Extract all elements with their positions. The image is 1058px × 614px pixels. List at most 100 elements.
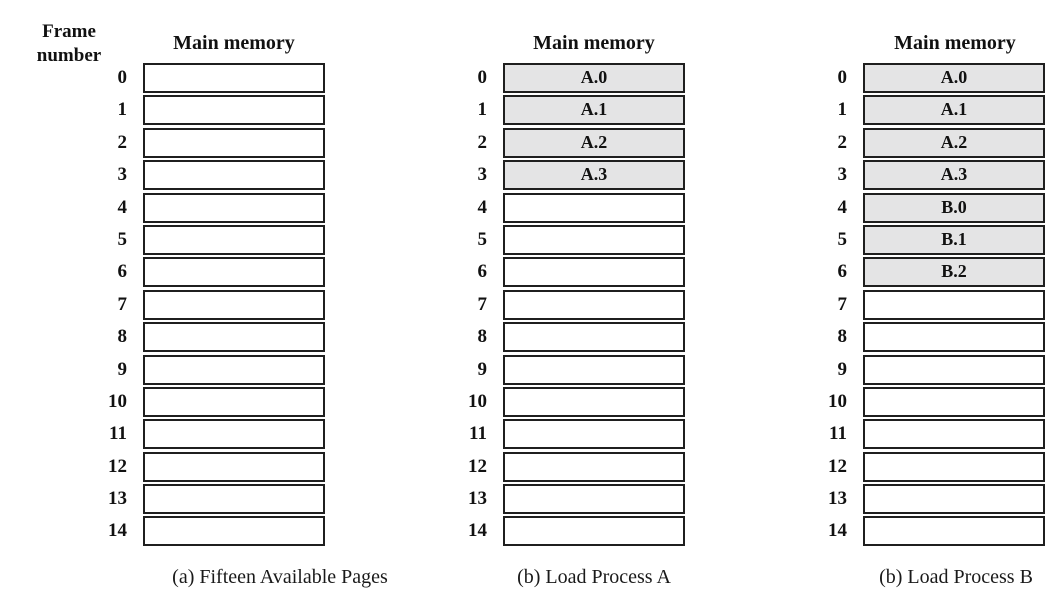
frame-row: 5 <box>443 224 685 255</box>
frame-cell-empty <box>863 451 1045 482</box>
frame-cell-empty <box>143 289 325 320</box>
frame-number: 12 <box>468 455 487 477</box>
frame-cell-empty <box>143 451 325 482</box>
frame-number: 9 <box>477 358 488 380</box>
frame-cell-empty <box>143 516 325 547</box>
frame-row: 12 <box>803 451 1045 482</box>
caption-load-process-a: (b) Load Process A <box>517 566 671 588</box>
frame-number: 3 <box>837 164 848 186</box>
frame-cell-empty <box>863 322 1045 353</box>
frame-cell-page-A.1: A.1 <box>503 95 685 126</box>
frame-cell-empty <box>143 127 325 158</box>
frame-number: 4 <box>477 196 488 218</box>
frame-cell-empty <box>863 516 1045 547</box>
main-memory-header-b: Main memory <box>533 32 655 54</box>
frame-cell-page-A.3: A.3 <box>863 160 1045 191</box>
frame-number-axis-label-line2: number <box>36 45 102 66</box>
frame-cell-empty <box>503 451 685 482</box>
frame-number: 0 <box>477 67 488 88</box>
frame-cell-page-B.0: B.0 <box>863 192 1045 223</box>
frame-row: 5 <box>83 224 325 255</box>
frame-row: 14 <box>443 516 685 547</box>
frame-cell-empty <box>143 160 325 191</box>
frame-number-axis-label: Frame number <box>16 20 122 68</box>
frame-row: 0 A.0 <box>803 63 1045 93</box>
frame-cell-empty <box>503 354 685 385</box>
frame-cell-empty <box>503 386 685 417</box>
frame-number: 9 <box>117 358 128 380</box>
frame-number: 12 <box>828 455 847 477</box>
frame-number: 13 <box>108 488 127 510</box>
frame-cell-empty <box>503 419 685 450</box>
frame-row: 10 <box>83 386 325 417</box>
frame-number: 9 <box>837 358 848 380</box>
caption-load-process-b: (b) Load Process B <box>879 566 1033 588</box>
frame-row: 0 <box>83 63 325 93</box>
frame-cell-empty <box>143 95 325 126</box>
main-memory-header-a: Main memory <box>173 32 295 54</box>
frame-number: 10 <box>108 390 127 412</box>
frame-row: 12 <box>83 451 325 482</box>
frame-number: 13 <box>468 488 487 510</box>
frame-number: 13 <box>828 488 847 510</box>
frame-cell-empty <box>143 257 325 288</box>
frame-row: 9 <box>83 354 325 385</box>
frame-cell-empty <box>143 386 325 417</box>
frame-number: 14 <box>828 520 847 542</box>
frame-number: 0 <box>837 67 848 88</box>
frame-number: 3 <box>117 164 128 186</box>
frame-row: 8 <box>803 322 1045 353</box>
frame-cell-empty <box>863 386 1045 417</box>
frame-number: 14 <box>108 520 127 542</box>
frame-row: 3 A.3 <box>803 160 1045 191</box>
frame-cell-empty <box>503 322 685 353</box>
frame-number: 8 <box>117 326 128 348</box>
frame-cell-empty <box>503 224 685 255</box>
frame-cell-empty <box>503 516 685 547</box>
frame-number-axis-label-line1: Frame <box>42 21 96 42</box>
frame-cell-page-A.3: A.3 <box>503 160 685 191</box>
frame-number: 10 <box>828 390 847 412</box>
frame-row: 8 <box>83 322 325 353</box>
frame-cell-empty <box>503 484 685 515</box>
frame-row: 11 <box>83 419 325 450</box>
frame-cell-empty <box>143 354 325 385</box>
frame-row: 7 <box>83 289 325 320</box>
frame-cell-empty <box>503 289 685 320</box>
frame-row: 4 <box>443 192 685 223</box>
frame-row: 13 <box>803 484 1045 515</box>
frame-cell-page-A.1: A.1 <box>863 95 1045 126</box>
frame-row: 11 <box>443 419 685 450</box>
frame-cell-empty <box>503 192 685 223</box>
frame-cell-empty <box>863 289 1045 320</box>
frame-number: 11 <box>109 423 127 445</box>
frame-row: 3 <box>83 160 325 191</box>
frame-row: 6 <box>443 257 685 288</box>
frame-row: 7 <box>443 289 685 320</box>
main-memory-header-c: Main memory <box>894 32 1016 54</box>
frame-number: 8 <box>477 326 488 348</box>
frame-row: 9 <box>443 354 685 385</box>
frame-cell-empty <box>143 419 325 450</box>
frame-cell-page-A.2: A.2 <box>503 127 685 158</box>
frame-row: 11 <box>803 419 1045 450</box>
frame-cell-empty <box>863 354 1045 385</box>
frame-row: 9 <box>803 354 1045 385</box>
frame-number: 3 <box>477 164 488 186</box>
frame-number: 2 <box>117 131 128 153</box>
frame-cell-empty <box>503 257 685 288</box>
frame-cell-page-A.0: A.0 <box>863 63 1045 93</box>
frame-number: 14 <box>468 520 487 542</box>
frame-number: 0 <box>117 67 128 88</box>
frame-row: 14 <box>803 516 1045 547</box>
